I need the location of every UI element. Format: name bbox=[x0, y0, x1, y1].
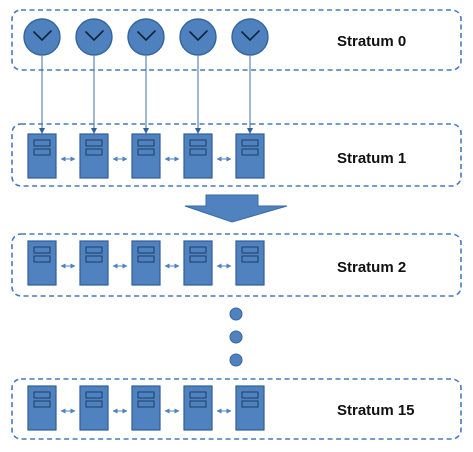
tier-label: Stratum 0 bbox=[337, 33, 406, 50]
tier-box bbox=[11, 9, 462, 71]
clock-icon bbox=[23, 18, 61, 56]
server-icon bbox=[27, 240, 57, 286]
server-icon bbox=[235, 133, 265, 179]
server-icon bbox=[27, 133, 57, 179]
server-icon bbox=[235, 240, 265, 286]
ellipsis-dot bbox=[229, 330, 243, 344]
tier-box bbox=[11, 233, 462, 297]
ellipsis-dot bbox=[229, 353, 243, 367]
server-row bbox=[27, 240, 265, 286]
server-icon bbox=[235, 385, 265, 431]
server-icon bbox=[183, 240, 213, 286]
tier-box bbox=[11, 123, 462, 187]
sync-connections bbox=[39, 56, 253, 134]
server-row bbox=[27, 385, 265, 431]
tier-label: Stratum 15 bbox=[337, 402, 415, 419]
tier-label: Stratum 1 bbox=[337, 150, 406, 167]
server-icon bbox=[131, 385, 161, 431]
clock-icon bbox=[179, 18, 217, 56]
down-arrow-icon bbox=[184, 194, 288, 223]
tier-box bbox=[11, 378, 462, 440]
ellipsis-dot bbox=[229, 307, 243, 321]
server-icon bbox=[79, 385, 109, 431]
tier-stratum-2: Stratum 2 bbox=[11, 233, 462, 297]
server-icon bbox=[131, 240, 161, 286]
clock-icon bbox=[231, 18, 269, 56]
tier-stratum-0: Stratum 0 bbox=[11, 9, 462, 71]
server-icon bbox=[183, 385, 213, 431]
tier-stratum-15: Stratum 15 bbox=[11, 378, 462, 440]
server-icon bbox=[131, 133, 161, 179]
server-icon bbox=[183, 133, 213, 179]
server-row bbox=[27, 133, 265, 179]
clock-icon bbox=[75, 18, 113, 56]
tier-stratum-1: Stratum 1 bbox=[11, 123, 462, 187]
ellipsis-dots bbox=[229, 307, 243, 367]
tier-label: Stratum 2 bbox=[337, 259, 406, 276]
server-icon bbox=[79, 240, 109, 286]
clock-icon bbox=[127, 18, 165, 56]
clock-row bbox=[23, 18, 269, 56]
server-icon bbox=[27, 385, 57, 431]
server-icon bbox=[79, 133, 109, 179]
